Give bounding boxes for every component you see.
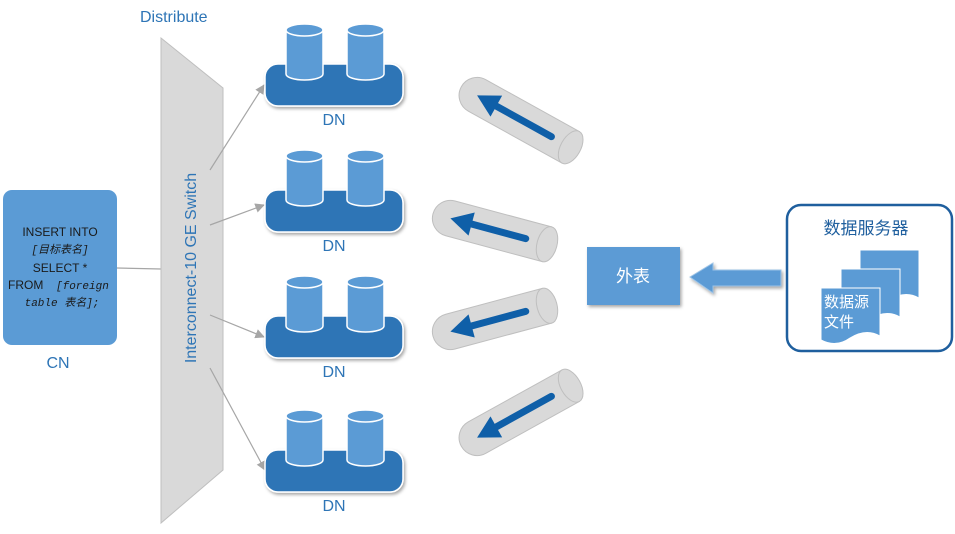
database-cylinder-icon xyxy=(285,23,324,81)
cn-sql-line-1: INSERT INTO xyxy=(22,225,97,239)
switch-to-dn3-arrow xyxy=(209,314,265,339)
database-cylinder-icon xyxy=(346,275,385,333)
cn-sql-line-3: SELECT * xyxy=(33,261,88,275)
switch-label: Interconnect-10 GE Switch xyxy=(183,173,200,363)
switch-to-dn1-arrow xyxy=(209,84,265,171)
data-node-label: DN xyxy=(322,112,345,129)
data-nodes: DN DN DN DN xyxy=(264,23,404,515)
transfer-pipe xyxy=(458,76,584,165)
transfer-pipes xyxy=(431,76,584,457)
foreign-table: 外表 xyxy=(587,247,680,305)
cn-box xyxy=(3,190,117,345)
cn-sql-line-5: table 表名]; xyxy=(25,296,100,310)
cn-sql-line-4-suffix: [foreign xyxy=(56,281,109,293)
data-file-label-line2: 文件 xyxy=(824,313,854,331)
switch-to-dn4-arrow xyxy=(209,367,266,471)
database-cylinder-icon xyxy=(285,149,324,207)
database-cylinder-icon xyxy=(285,409,324,467)
transfer-pipe xyxy=(431,199,559,263)
cn-switch-connector xyxy=(116,267,162,270)
data-server: 数据服务器 数据源 文件 xyxy=(785,203,954,353)
cn-sql-line-4: FROM xyxy=(8,278,43,292)
data-file-label-line1: 数据源 xyxy=(824,293,869,311)
foreign-table-label: 外表 xyxy=(616,267,650,287)
database-cylinder-icon xyxy=(346,149,385,207)
distribute-label: Distribute xyxy=(140,9,208,26)
foreign-table-box xyxy=(587,247,680,305)
left-arrow-icon xyxy=(477,95,555,141)
cn-node: INSERT INTO [目标表名] SELECT * FROM [foreig… xyxy=(3,190,117,372)
switch-to-dn2-arrow xyxy=(209,203,265,226)
data-server-title: 数据服务器 xyxy=(824,219,909,239)
switch-shape xyxy=(160,36,224,525)
data-node: DN xyxy=(264,149,404,255)
left-arrow-icon xyxy=(450,212,530,243)
data-node-label: DN xyxy=(322,364,345,381)
data-node: DN xyxy=(264,23,404,129)
database-cylinder-icon xyxy=(346,23,385,81)
cn-sql-line-2: [目标表名] xyxy=(31,243,88,257)
data-node-label: DN xyxy=(322,238,345,255)
left-arrow-icon xyxy=(477,392,555,438)
data-node: DN xyxy=(264,409,404,515)
cn-label: CN xyxy=(46,355,69,372)
data-node-label: DN xyxy=(322,498,345,515)
database-cylinder-icon xyxy=(285,275,324,333)
data-node: DN xyxy=(264,275,404,381)
left-arrow-icon xyxy=(450,307,530,338)
server-to-foreign-table-arrow xyxy=(689,262,782,294)
switch: Interconnect-10 GE Switch xyxy=(160,36,224,525)
database-cylinder-icon xyxy=(346,409,385,467)
transfer-pipe xyxy=(431,287,559,351)
transfer-pipe xyxy=(458,368,584,457)
document-icon-front xyxy=(820,287,881,344)
